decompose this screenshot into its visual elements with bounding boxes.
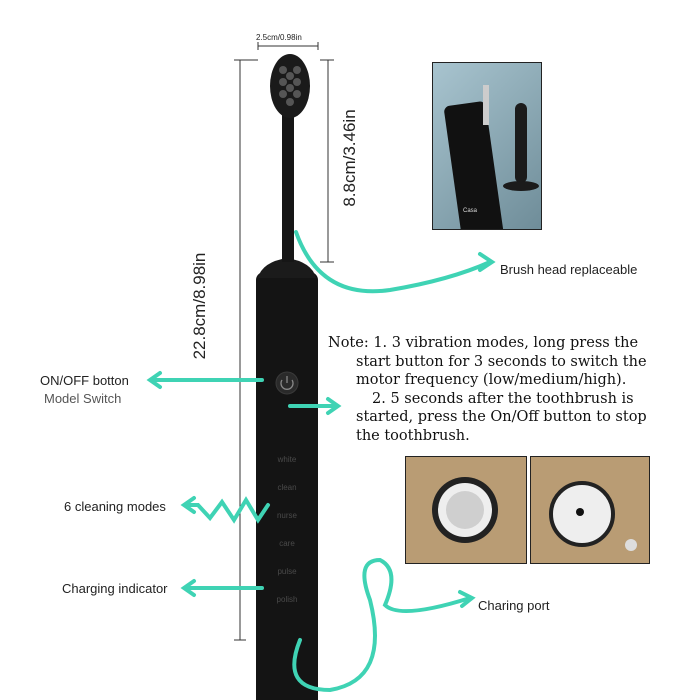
charging-port-arrow (292, 557, 472, 693)
note-line: 2. 5 seconds after the toothbrush is (372, 390, 634, 407)
note-line: Note: 1. 3 vibration modes, long press t… (328, 335, 639, 351)
charging-port-photo-left (405, 456, 527, 564)
mode-label: nurse (276, 511, 297, 520)
note-line: motor frequency (low/medium/high). (356, 372, 627, 388)
cleaning-modes-callout: 6 cleaning modes (64, 499, 166, 514)
head-width-label: 2.5cm/0.98in (256, 33, 302, 42)
total-length-dimension-line (234, 59, 258, 641)
head-width-dimension-line (257, 42, 319, 50)
charging-port-photo-right (530, 456, 650, 564)
note-line: start button for 3 seconds to switch the (356, 353, 647, 370)
cleaning-modes-arrow (184, 496, 270, 524)
note-line: started, press the On/Off button to stop (356, 409, 647, 425)
charging-port-callout: Charing port (478, 598, 550, 613)
mode-label: pulse (277, 567, 297, 576)
brush-head-photo: Casa (432, 62, 542, 230)
toothbrush (256, 54, 318, 700)
usage-note: Note: 1. 3 vibration modes, long press t… (328, 334, 668, 445)
total-length-label: 22.8cm/8.98in (190, 252, 209, 360)
mode-label: white (277, 455, 297, 464)
photo-brand-label: Casa (463, 208, 478, 214)
note-line: the toothbrush. (356, 427, 470, 444)
mode-label: polish (276, 595, 298, 604)
on-off-callout: ON/OFF botton (40, 373, 129, 388)
brush-head-callout: Brush head replaceable (500, 262, 638, 277)
mode-label: care (279, 539, 295, 548)
brush-head-arrow (294, 230, 492, 294)
head-length-dimension-line (320, 59, 334, 263)
head-length-label: 8.8cm/3.46in (340, 109, 359, 207)
charging-indicator-callout: Charging indicator (62, 581, 168, 596)
mode-indicator-list: white clean nurse care pulse polish (257, 435, 317, 615)
model-switch-callout: Model Switch (44, 391, 122, 406)
mode-label: clean (277, 483, 297, 492)
